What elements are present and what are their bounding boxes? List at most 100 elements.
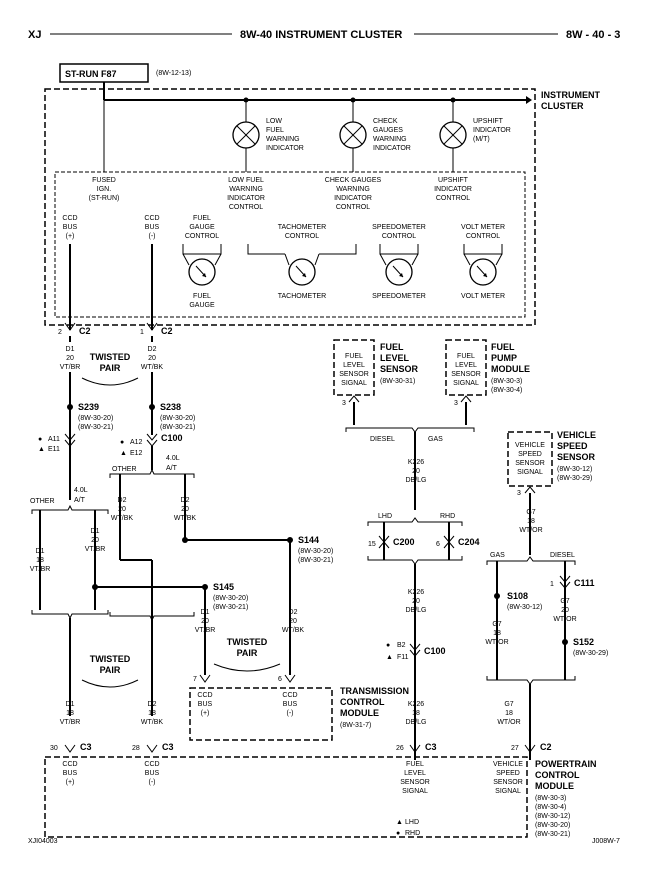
triangle-icon: ▲ bbox=[120, 450, 127, 457]
connector-label: C2 bbox=[540, 742, 552, 752]
sensor-label: FUEL bbox=[345, 353, 363, 360]
sensor-label: SPEED bbox=[518, 451, 542, 458]
twisted-pair-label: PAIR bbox=[100, 665, 121, 675]
pin-label: 30 bbox=[50, 745, 58, 752]
connector-label: C2 bbox=[79, 326, 91, 336]
splice-ref: (8W-30-20) bbox=[160, 415, 195, 422]
inner-label: CONTROL bbox=[229, 204, 263, 211]
inner-label: FUEL bbox=[193, 215, 211, 222]
sensor-title: SENSOR bbox=[380, 364, 419, 374]
wire-label: D2 bbox=[289, 609, 298, 616]
inner-label: CCD bbox=[144, 215, 159, 222]
pcm-label: LEVEL bbox=[404, 770, 426, 777]
wire-label: WT/BK bbox=[282, 627, 304, 634]
pcm-label: SIGNAL bbox=[402, 788, 428, 795]
lamp-label: LOW bbox=[266, 118, 282, 125]
sensor-label: SIGNAL bbox=[341, 380, 367, 387]
splice-label: S108 bbox=[507, 591, 528, 601]
inner-label: CONTROL bbox=[466, 233, 500, 240]
wire-label: K226 bbox=[408, 701, 424, 708]
inner-label: BUS bbox=[63, 224, 78, 231]
splice-ref: (8W-30-20) bbox=[298, 548, 333, 555]
wire-label: VT/BR bbox=[30, 566, 51, 573]
wire-label: 18 bbox=[36, 557, 44, 564]
wire-label: 20 bbox=[201, 618, 209, 625]
wire-label: WT/OR bbox=[519, 527, 542, 534]
cluster-title-1: INSTRUMENT bbox=[541, 90, 600, 100]
pcm-label: BUS bbox=[63, 770, 78, 777]
bullet-icon: ● bbox=[396, 830, 400, 837]
inner-label: VOLT METER bbox=[461, 224, 505, 231]
sensor-ref: (8W-30-4) bbox=[491, 387, 522, 394]
wire-label: VT/BR bbox=[85, 546, 106, 553]
connector-label: C204 bbox=[458, 537, 480, 547]
wire-label: D2 bbox=[148, 701, 157, 708]
sensor-label: LEVEL bbox=[455, 362, 477, 369]
cluster-title-2: CLUSTER bbox=[541, 101, 584, 111]
tcm-label: BUS bbox=[283, 701, 298, 708]
inner-label: CONTROL bbox=[336, 204, 370, 211]
connector-label: C111 bbox=[574, 578, 595, 588]
tcm-label: CCD bbox=[282, 692, 297, 699]
wire-label: DB/LG bbox=[405, 719, 426, 726]
inner-label: CONTROL bbox=[185, 233, 219, 240]
sensor-label: SIGNAL bbox=[453, 380, 479, 387]
sensor-label: LEVEL bbox=[343, 362, 365, 369]
connector-label: C100 bbox=[161, 433, 183, 443]
pcm-ref: (8W-30-20) bbox=[535, 822, 570, 829]
sensor-title: FUEL bbox=[491, 342, 515, 352]
volt-meter-icon bbox=[463, 244, 503, 286]
check-gauges-lamp-icon bbox=[339, 100, 367, 172]
low-fuel-lamp-icon bbox=[232, 100, 260, 172]
lamp-label: INDICATOR bbox=[266, 145, 304, 152]
wire-label: D1 bbox=[36, 548, 45, 555]
tcm-label: BUS bbox=[198, 701, 213, 708]
sensor-ref: (8W-30-29) bbox=[557, 475, 592, 482]
pin-label: 28 bbox=[132, 745, 140, 752]
wire-label: D1 bbox=[201, 609, 210, 616]
legend-rhd: RHD bbox=[405, 830, 420, 837]
sensor-ref: (8W-30-31) bbox=[380, 378, 415, 385]
inner-label: CONTROL bbox=[436, 195, 470, 202]
sensor-title: SENSOR bbox=[557, 452, 596, 462]
wire-label: G7 bbox=[560, 598, 569, 605]
splice-ref: (8W-30-12) bbox=[507, 604, 542, 611]
tcm-title: CONTROL bbox=[340, 697, 385, 707]
pcm-label: (+) bbox=[66, 779, 75, 786]
bullet-icon: ● bbox=[386, 642, 390, 649]
upshift-lamp-icon bbox=[439, 100, 467, 172]
tachometer-icon bbox=[247, 244, 357, 286]
pcm-ref: (8W-30-4) bbox=[535, 804, 566, 811]
wire-label: WT/BK bbox=[174, 515, 196, 522]
wire-label: 18 bbox=[412, 710, 420, 717]
wire-label: K226 bbox=[408, 589, 424, 596]
inner-label: FUSED bbox=[92, 177, 116, 184]
inner-label: INDICATOR bbox=[227, 195, 265, 202]
pin-label: 15 bbox=[368, 541, 376, 548]
wire-label: VT/BR bbox=[195, 627, 216, 634]
inner-label: SPEEDOMETER bbox=[372, 224, 426, 231]
sensor-title: MODULE bbox=[491, 364, 530, 374]
tcm-label: (+) bbox=[201, 710, 210, 717]
figure-code: J008W-7 bbox=[592, 838, 620, 845]
tcm-label: (-) bbox=[287, 710, 294, 717]
option-label: OTHER bbox=[112, 466, 137, 473]
wire-label: 20 bbox=[148, 355, 156, 362]
wire-label: WT/BK bbox=[111, 515, 133, 522]
sensor-ref: (8W-30-12) bbox=[557, 466, 592, 473]
option-label: 4.0L bbox=[166, 455, 180, 462]
sensor-label: SENSOR bbox=[515, 460, 545, 467]
twisted-pair-label: TWISTED bbox=[227, 637, 268, 647]
splice-ref: (8W-30-20) bbox=[213, 595, 248, 602]
pcm-label: CCD bbox=[144, 761, 159, 768]
tcm-label: CCD bbox=[197, 692, 212, 699]
wire-label: 20 bbox=[561, 607, 569, 614]
pcm-label: SIGNAL bbox=[495, 788, 521, 795]
pcm-ref: (8W-30-12) bbox=[535, 813, 570, 820]
gauge-label: TACHOMETER bbox=[278, 293, 326, 300]
sensor-title: LEVEL bbox=[380, 353, 410, 363]
option-label: GAS bbox=[428, 436, 443, 443]
fuse-label: ST-RUN F87 bbox=[65, 69, 117, 79]
option-label: RHD bbox=[440, 513, 455, 520]
